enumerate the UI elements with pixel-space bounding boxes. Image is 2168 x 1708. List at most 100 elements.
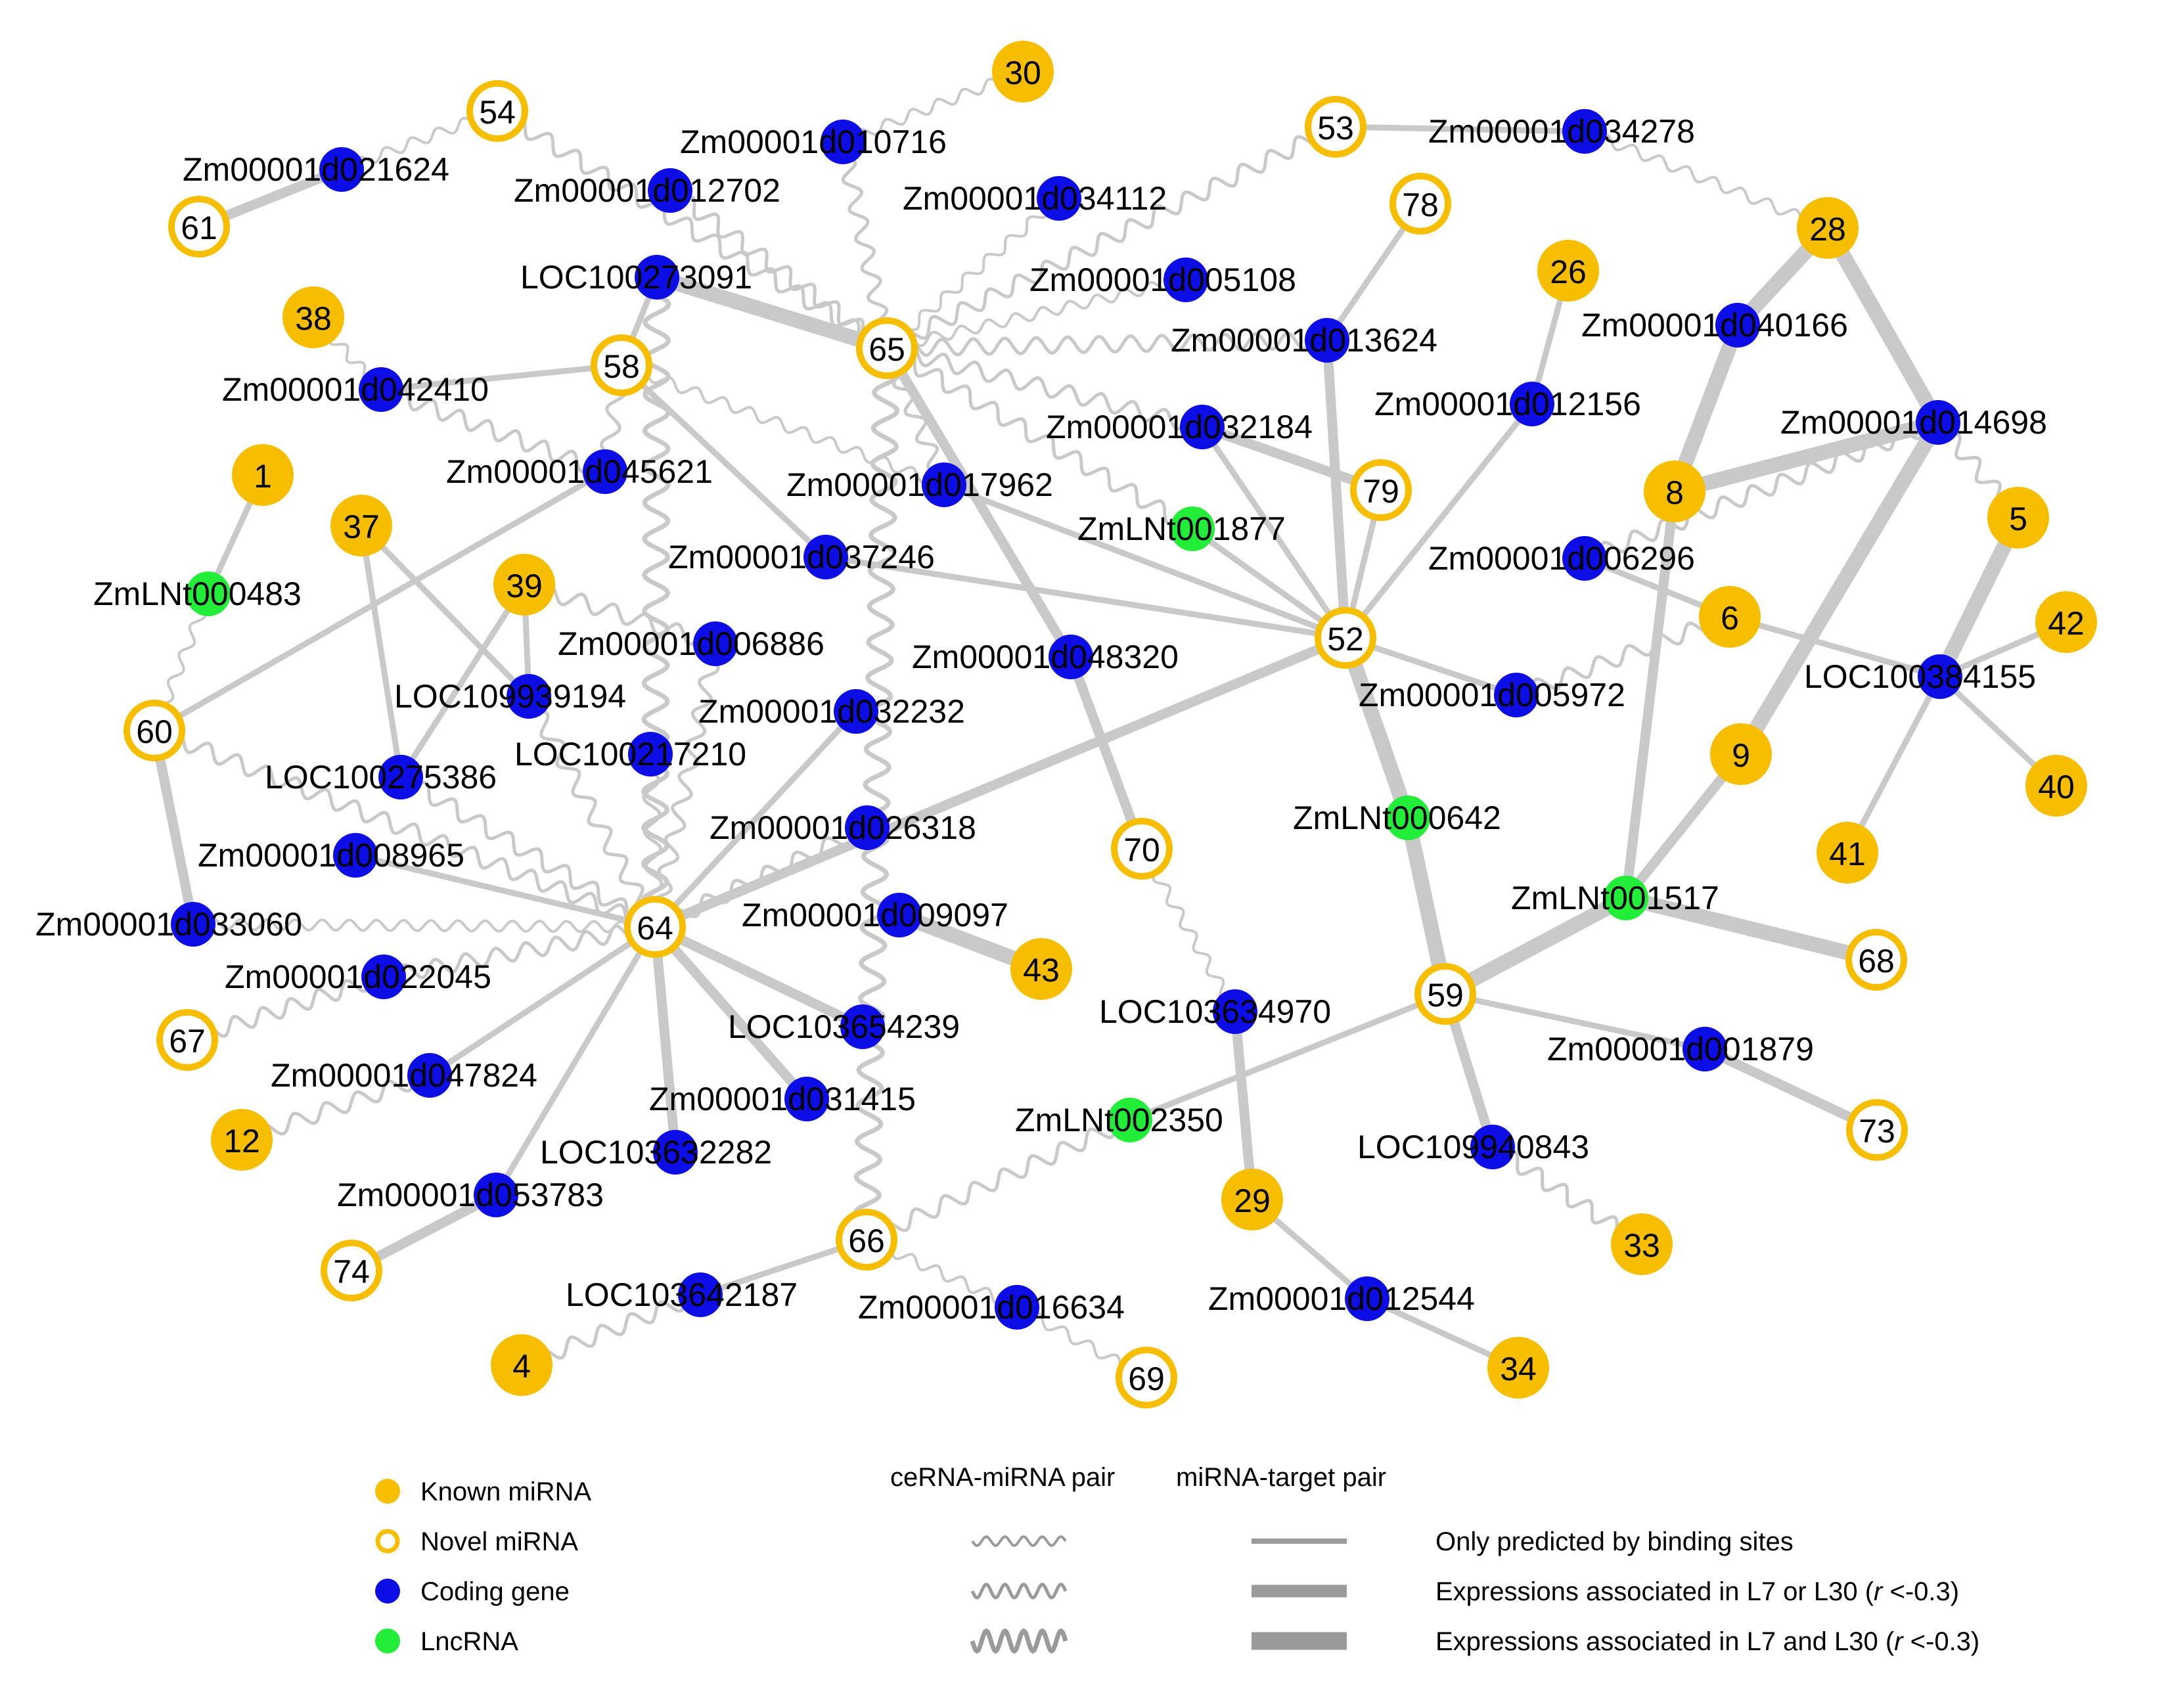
node-label-g033060: Zm00001d033060 (35, 906, 302, 943)
node-label-g045621: Zm00001d045621 (446, 453, 713, 490)
node-label-g275386: LOC100275386 (265, 759, 497, 796)
coding-gene-node-g014698 (1916, 400, 1960, 445)
node-label-g642187: LOC103642187 (566, 1276, 798, 1313)
node-label-g273091: LOC100273091 (520, 259, 752, 296)
node-label-74: 74 (333, 1253, 370, 1290)
node-label-61: 61 (181, 210, 217, 246)
coding-gene-node-g632282 (653, 1130, 698, 1175)
node-label-g031415: Zm00001d031415 (649, 1081, 916, 1117)
node-label-79: 79 (1363, 473, 1399, 510)
cerna-mirna-edge-g022045-67 (186, 970, 385, 1047)
coding-gene-node-g012544 (1345, 1276, 1389, 1321)
mirna-target-edge-64-g031415 (650, 922, 812, 1104)
node-label-41: 41 (1829, 836, 1866, 872)
coding-gene-node-g013624 (1305, 318, 1349, 363)
known-mirna-node-5 (1987, 487, 2049, 549)
mirna-target-edge-g042410-58 (378, 362, 625, 393)
cerna-mirna-edge-g939194-64 (524, 695, 660, 928)
node-label-4: 4 (512, 1348, 531, 1385)
node-label-1: 1 (254, 458, 272, 495)
mirna-target-edge-l001517-68 (1618, 890, 1884, 968)
coding-gene-node-g012156 (1510, 382, 1554, 426)
coding-gene-node-g021624 (319, 147, 364, 192)
cerna-mirna-edge-g012702-65 (668, 190, 889, 349)
legend-row-label-3: Expressions associated in L7 and L30 (r … (1435, 1627, 1979, 1656)
known-mirna-node-34 (1487, 1337, 1549, 1399)
novel-mirna-node-52 (1315, 607, 1376, 669)
mirna-target-edge-37-g939194 (358, 522, 532, 700)
mirna-target-edge-6-g384155 (1727, 614, 1943, 680)
node-label-43: 43 (1023, 952, 1060, 989)
legend-target-header: miRNA-target pair (1176, 1463, 1386, 1492)
node-label-68: 68 (1858, 943, 1895, 979)
novel-mirna-node-65 (856, 317, 918, 379)
node-label-58: 58 (603, 348, 640, 385)
mirna-target-edge-g014698-9 (1733, 415, 1946, 762)
legend-lncrna-swatch (375, 1629, 400, 1653)
node-label-g017962: Zm00001d017962 (786, 466, 1053, 503)
cerna-mirna-edge-g010716-30 (842, 68, 1024, 146)
coding-gene-node-g006296 (1562, 536, 1607, 581)
novel-mirna-node-68 (1845, 929, 1907, 991)
cerna-mirna-edge-g022045-64 (382, 918, 656, 985)
known-mirna-node-42 (2035, 591, 2097, 653)
node-label-g053783: Zm00001d053783 (337, 1177, 604, 1213)
node-label-42: 42 (2048, 605, 2085, 642)
cerna-mirna-edge-g005108-65 (886, 275, 1187, 353)
known-mirna-node-41 (1817, 822, 1878, 884)
mirna-target-edge-g048320-70 (1066, 652, 1147, 854)
mirna-target-edge-58-g037246 (618, 362, 829, 560)
coding-gene-node-g022045 (361, 955, 406, 999)
node-label-6: 6 (1721, 600, 1739, 637)
node-label-g040166: Zm00001d040166 (1581, 307, 1848, 344)
node-label-g021624: Zm00001d021624 (183, 151, 449, 188)
mirna-target-edge-l001877-52 (1189, 526, 1349, 641)
node-label-65: 65 (869, 331, 905, 368)
cerna-mirna-edge-70-g634970 (1139, 848, 1238, 1012)
lncrna-node-l001517 (1604, 876, 1648, 920)
node-label-66: 66 (848, 1223, 885, 1259)
node-label-g001879: Zm00001d001879 (1547, 1031, 1814, 1068)
cerna-mirna-edge-60-64 (152, 730, 657, 928)
cerna-mirna-edge-39-g006886 (522, 583, 717, 646)
mirna-target-edge-l001517-59 (1437, 890, 1634, 1002)
cerna-mirna-edge-65-g032184 (885, 344, 1204, 431)
mirna-target-edge-g014698-28 (1820, 220, 1946, 430)
node-label-l002350: ZmLNt002350 (1015, 1102, 1223, 1138)
cerna-mirna-edge-g005972-6 (1515, 610, 1731, 702)
novel-mirna-node-79 (1350, 459, 1412, 521)
lncrna-node-l000642 (1386, 796, 1430, 840)
node-label-g034112: Zm00001d034112 (903, 180, 1167, 217)
node-label-l000642: ZmLNt000642 (1293, 799, 1501, 836)
mirna-target-edge-g013624-52 (1322, 335, 1351, 643)
coding-gene-node-g217210 (628, 732, 673, 776)
cerna-mirna-edge-g034278-28 (1583, 131, 1829, 229)
node-label-g032232: Zm00001d032232 (698, 693, 965, 730)
node-label-40: 40 (2038, 769, 2075, 805)
novel-mirna-node-53 (1305, 96, 1366, 158)
coding-gene-node-g940843 (1470, 1125, 1515, 1169)
coding-gene-node-g006886 (693, 621, 738, 666)
legend-novel-mirna-label: Novel miRNA (420, 1527, 578, 1556)
cerna-mirna-edge-g010716-65 (835, 141, 895, 349)
legend-coding-gene-label: Coding gene (420, 1577, 570, 1606)
node-label-g012544: Zm00001d012544 (1208, 1280, 1475, 1317)
coding-gene-node-g033060 (171, 902, 215, 947)
node-label-g022045: Zm00001d022045 (225, 958, 491, 995)
node-label-g026318: Zm00001d026318 (710, 809, 976, 846)
known-mirna-node-26 (1537, 240, 1599, 302)
node-label-g016634: Zm00001d016634 (858, 1289, 1125, 1326)
node-label-28: 28 (1809, 211, 1846, 248)
node-label-g047824: Zm00001d047824 (271, 1057, 537, 1094)
legend: Known miRNA Novel miRNA Coding gene LncR… (375, 1463, 1979, 1656)
node-label-59: 59 (1427, 977, 1464, 1014)
known-mirna-node-28 (1797, 197, 1859, 259)
node-label-l001517: ZmLNt001517 (1511, 880, 1719, 916)
coding-gene-node-g034112 (1037, 176, 1081, 221)
legend-known-mirna-swatch (375, 1479, 400, 1504)
coding-gene-node-g005972 (1494, 673, 1539, 717)
mirna-target-edge-64-g632282 (650, 922, 681, 1157)
novel-mirna-node-64 (624, 896, 686, 958)
legend-row-label-2: Expressions associated in L7 or L30 (r <… (1435, 1577, 1959, 1606)
node-label-g037246: Zm00001d037246 (668, 539, 935, 575)
